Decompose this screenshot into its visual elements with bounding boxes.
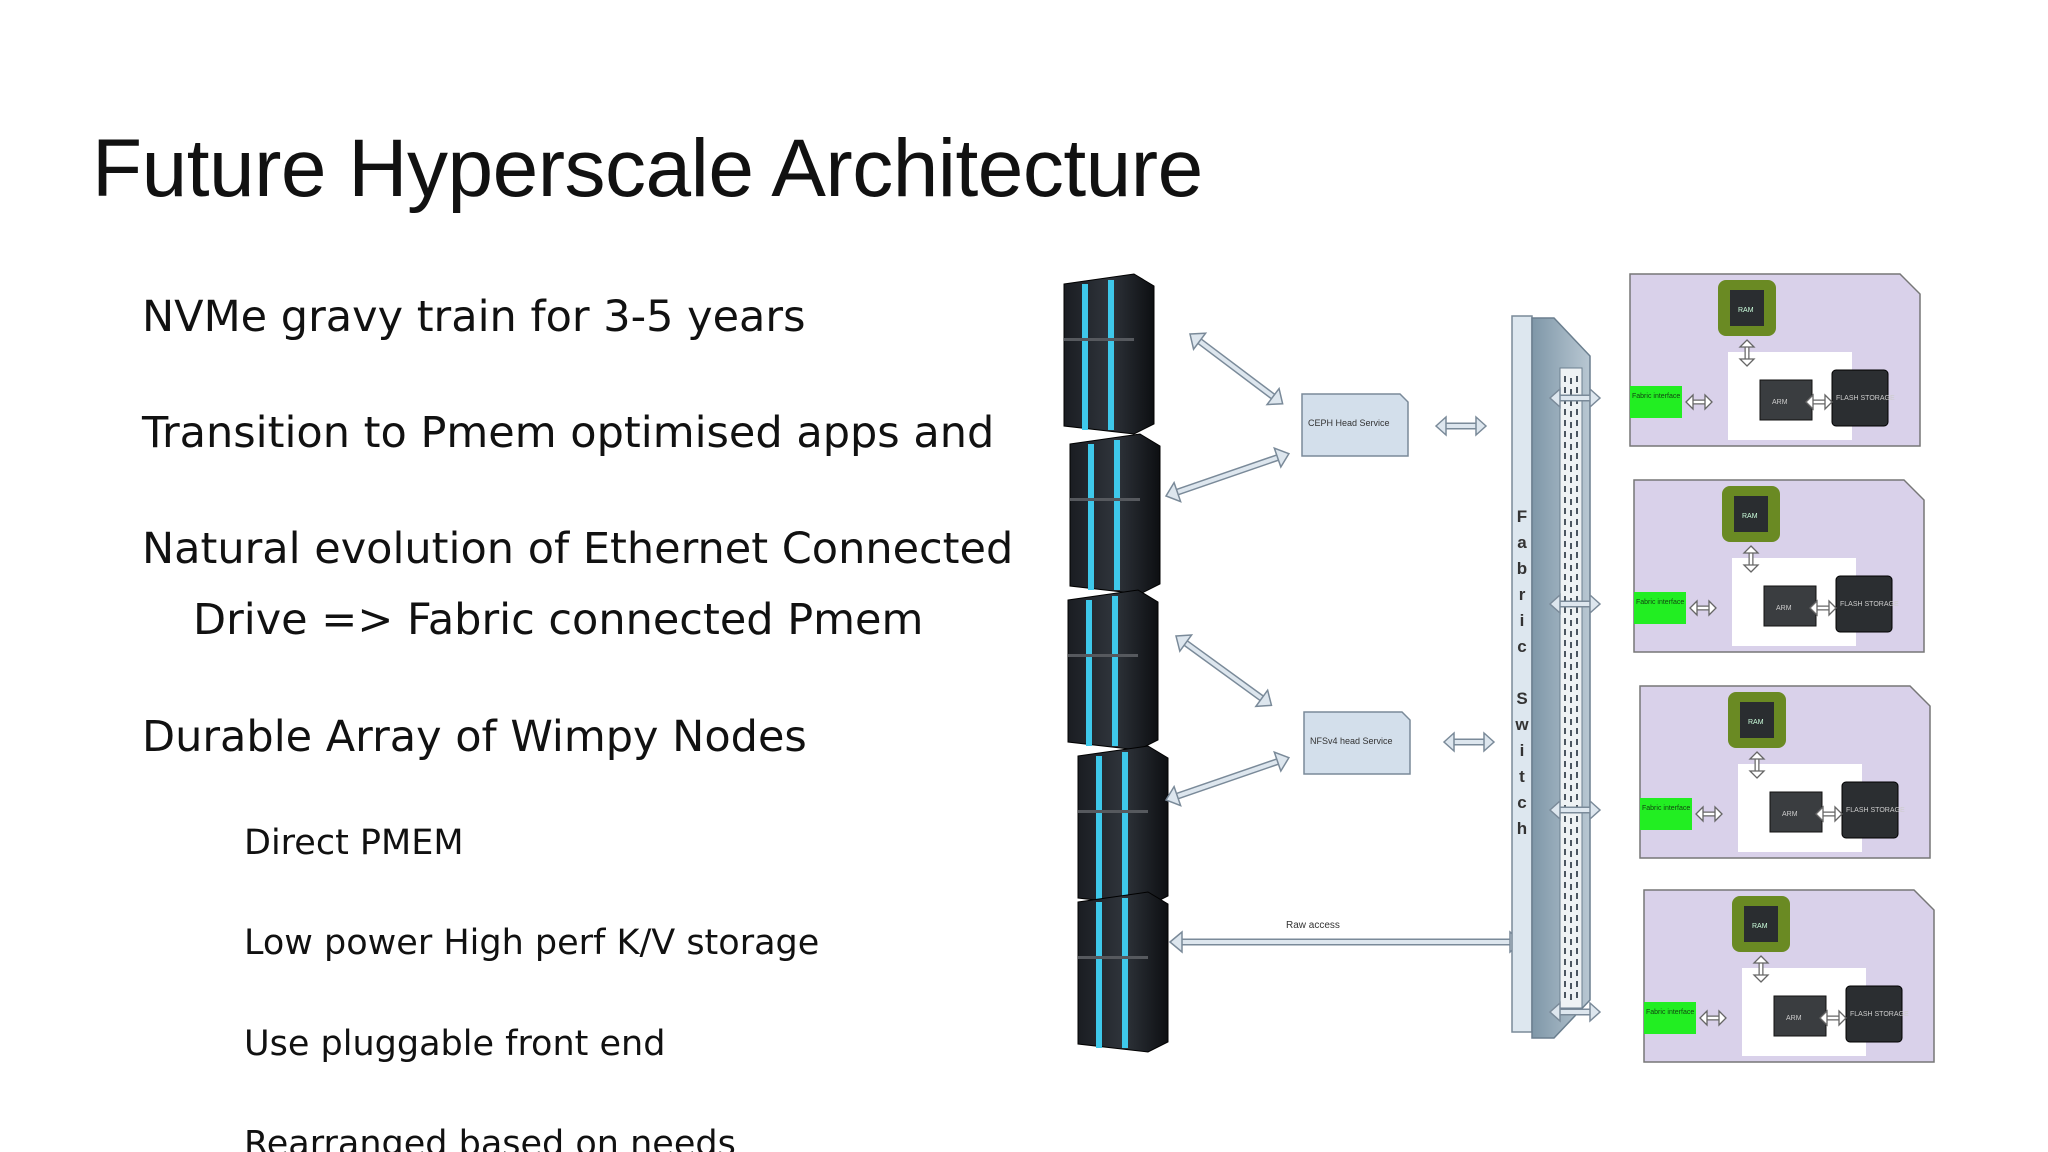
ram-chip-icon: RAM <box>1748 719 1764 726</box>
subbullet-rearranged: Rearranged based on needs <box>244 1124 736 1152</box>
raw-access-arrow <box>1168 930 1524 954</box>
ceph-service-box: CEPH Head Service <box>1301 393 1409 457</box>
architecture-diagram: Raw access CEPH Head Service NFSv4 head … <box>1030 268 2020 1068</box>
fabric-interface-label: Fabric interface <box>1632 393 1680 400</box>
subbullet-direct-pmem: Direct PMEM <box>244 823 464 863</box>
storage-node: Fabric interface RAM ARM FLASH STORAGE <box>1644 890 1934 1062</box>
raw-access-label: Raw access <box>1286 920 1340 931</box>
double-arrow-icon <box>1189 332 1284 406</box>
flash-storage-icon: FLASH STORAGE <box>1836 395 1895 402</box>
nfs-service-label: NFSv4 head Service <box>1310 736 1393 746</box>
subbullet-kv-storage: Low power High perf K/V storage <box>244 923 820 963</box>
cpu-chip-icon: ARM <box>1772 399 1788 406</box>
cpu-chip-icon: ARM <box>1782 811 1798 818</box>
bullet-pmem-apps: Transition to Pmem optimised apps and <box>142 408 995 458</box>
double-arrow-icon <box>1436 417 1486 435</box>
switch-letter: t <box>1519 767 1525 786</box>
switch-letter: F <box>1517 507 1527 526</box>
fabric-switch: F a b r i c S w i t c h <box>1511 315 1591 1039</box>
switch-letter: h <box>1517 819 1527 838</box>
server-icon <box>1067 589 1159 751</box>
bullet-nvme: NVMe gravy train for 3-5 years <box>142 292 806 342</box>
switch-letter: S <box>1516 689 1527 708</box>
fabric-interface-label: Fabric interface <box>1646 1009 1694 1016</box>
switch-letter: b <box>1517 559 1527 578</box>
switch-letter: r <box>1519 585 1526 604</box>
server-icon <box>1077 891 1169 1053</box>
ceph-service-label: CEPH Head Service <box>1308 418 1390 428</box>
switch-letter: a <box>1517 533 1527 552</box>
fabric-interface-label: Fabric interface <box>1636 599 1684 606</box>
cpu-chip-icon: ARM <box>1786 1015 1802 1022</box>
server-icon <box>1069 433 1161 595</box>
double-arrow-icon <box>1164 750 1291 807</box>
switch-letter: w <box>1514 715 1529 734</box>
double-arrow-icon <box>1444 733 1494 751</box>
switch-letter: c <box>1517 793 1526 812</box>
fabric-interface-label: Fabric interface <box>1642 805 1690 812</box>
nfs-service-box: NFSv4 head Service <box>1303 711 1411 775</box>
bullet-ethernet: Natural evolution of Ethernet Connected <box>142 524 1014 574</box>
server-icon <box>1077 745 1169 907</box>
cpu-chip-icon: ARM <box>1776 605 1792 612</box>
ram-chip-icon: RAM <box>1742 513 1758 520</box>
flash-storage-icon: FLASH STORAGE <box>1850 1011 1909 1018</box>
ram-chip-icon: RAM <box>1738 307 1754 314</box>
double-arrow-icon <box>1175 634 1273 708</box>
storage-node: Fabric interface RAM ARM FLASH STORAGE <box>1634 480 1924 652</box>
subbullet-pluggable: Use pluggable front end <box>244 1024 666 1064</box>
flash-storage-icon: FLASH STORAGE <box>1840 601 1899 608</box>
flash-storage-icon: FLASH STORAGE <box>1846 807 1905 814</box>
switch-letter: i <box>1520 741 1525 760</box>
storage-node: Fabric interface RAM ARM FLASH STORAGE <box>1630 274 1920 446</box>
bullet-dawn: Durable Array of Wimpy Nodes <box>142 712 807 762</box>
double-arrow-icon <box>1164 446 1291 503</box>
storage-node: Fabric interface RAM ARM FLASH STORAGE <box>1640 686 1930 858</box>
bullet-ethernet-cont: Drive => Fabric connected Pmem <box>193 595 924 645</box>
switch-letter: i <box>1520 611 1525 630</box>
bullet-list: NVMe gravy train for 3-5 years Transitio… <box>142 292 1014 1152</box>
server-icon <box>1063 273 1155 435</box>
ram-chip-icon: RAM <box>1752 923 1768 930</box>
slide-title: Future Hyperscale Architecture <box>92 123 1203 214</box>
switch-letter: c <box>1517 637 1526 656</box>
